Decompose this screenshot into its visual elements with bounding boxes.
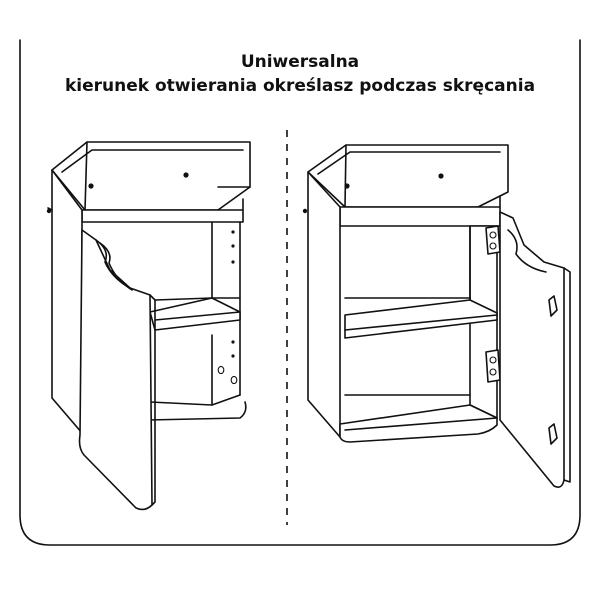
title-line-1: Uniwersalna <box>240 52 360 72</box>
hinge-upper <box>485 225 501 255</box>
cabinet-right <box>302 144 571 488</box>
cabinet-left <box>46 141 251 511</box>
hinge-lower <box>485 349 501 383</box>
title-line-2: kierunek otwierania określasz podczas sk… <box>64 76 536 96</box>
border-frame <box>19 39 581 546</box>
